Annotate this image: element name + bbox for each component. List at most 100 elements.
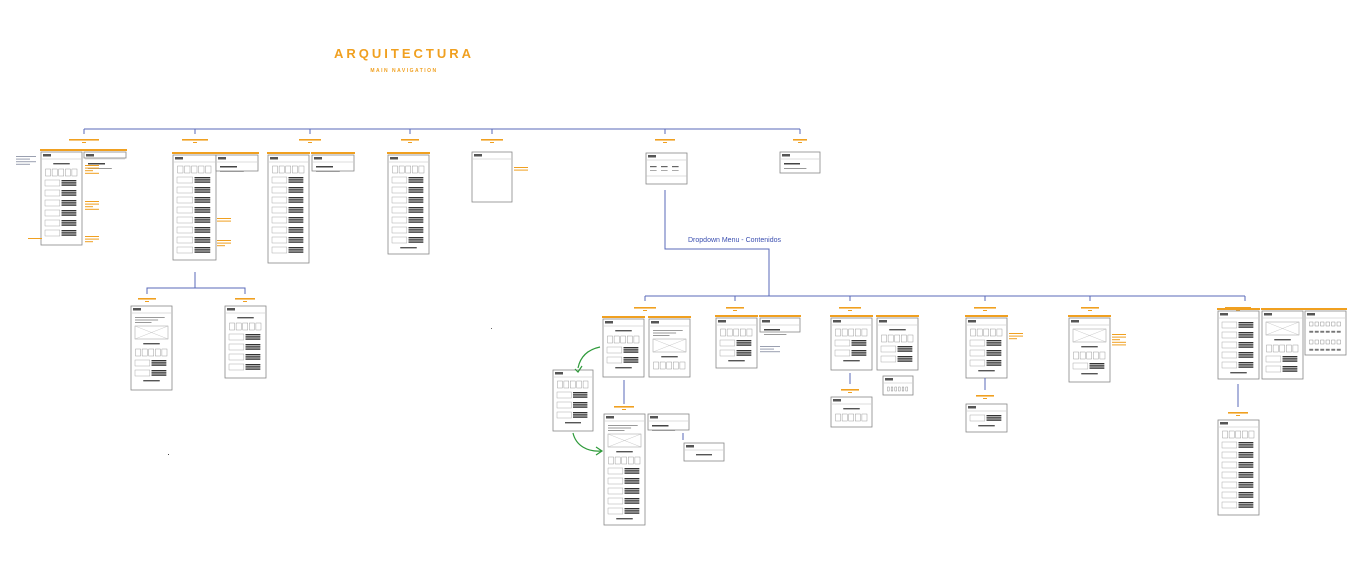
wireframe-card (1228, 430, 1235, 439)
annotation-note (85, 208, 99, 210)
wireframe-card (996, 328, 1003, 337)
wireframe-text (653, 332, 677, 334)
wireframe-card (848, 328, 855, 337)
wireframe-text (316, 166, 333, 168)
wireframe-card (861, 413, 868, 422)
wireframe-text (1238, 344, 1254, 346)
wireframe-block (1221, 351, 1238, 359)
section-label-mark (848, 392, 852, 393)
wireframe-logo (650, 416, 658, 419)
wireframe-logo (879, 320, 887, 323)
wireframe-card (1086, 351, 1092, 360)
wireframe-text (288, 201, 304, 203)
wireframe-text (986, 340, 1002, 342)
wireframe-text (194, 241, 211, 243)
wireframe-block (44, 179, 61, 187)
wireframe-thumbnail (1336, 339, 1341, 345)
annotation-note (1112, 336, 1126, 338)
wireframe-text (624, 512, 640, 514)
wireframe-card (278, 165, 285, 174)
wireframe-block (834, 339, 851, 347)
wireframe-thumbnail (901, 386, 905, 392)
wireframe-text (608, 430, 625, 431)
wireframe-text (736, 354, 752, 356)
frame-top-bar (965, 315, 1008, 317)
wireframe-text (1282, 356, 1298, 358)
wireframe-thumbnail (1309, 330, 1314, 333)
wireframe-text (897, 358, 913, 360)
wireframe-text (408, 219, 424, 221)
wireframe-text (1238, 484, 1254, 486)
annotation-note (760, 351, 780, 353)
section-label-mark (308, 142, 312, 143)
wireframe-text (784, 163, 800, 165)
wireframe-text (623, 361, 639, 363)
wireframe-block (719, 339, 736, 347)
wireframe-logo (782, 154, 790, 157)
annotation-note (85, 201, 99, 202)
wireframe-block (44, 209, 61, 217)
wireframe-heading (696, 454, 712, 456)
annotation-note (85, 238, 99, 240)
annotation-note (1009, 333, 1023, 334)
wireframe-card (901, 334, 907, 343)
wireframe-text (624, 488, 640, 490)
annotation-note (760, 348, 774, 350)
wireframe-text (194, 221, 211, 223)
wireframe-card (1242, 430, 1248, 439)
wireframe-text (573, 414, 588, 416)
wireframe-text (220, 171, 244, 172)
wireframe-screen (830, 317, 873, 371)
wireframe-logo (314, 157, 322, 160)
frame-top-bar (830, 315, 873, 317)
wireframe-block (1221, 501, 1238, 509)
wireframe-logo (390, 157, 398, 160)
wireframe-logo (833, 399, 841, 402)
wireframe-heading (616, 518, 633, 520)
annotation-note (16, 158, 30, 160)
annotation-note (217, 240, 231, 241)
wireframe-text (624, 492, 640, 494)
wireframe-text (245, 354, 261, 356)
wireframe-text (1238, 456, 1254, 458)
wireframe-text (650, 166, 657, 168)
wireframe-block (176, 246, 193, 254)
section-label-mark (490, 142, 494, 143)
wireframe-text (194, 229, 211, 231)
wireframe-text (135, 317, 165, 318)
section-label-mark (1236, 415, 1240, 416)
wireframe-block (607, 487, 624, 495)
wireframe-card (242, 322, 248, 331)
wireframe-text (1238, 442, 1254, 444)
wireframe-text (573, 392, 588, 394)
wireframe-text (288, 179, 304, 181)
wireframe-text (624, 502, 640, 504)
wireframe-thumbnail (887, 386, 890, 392)
wireframe-text (1238, 352, 1254, 354)
wireframe-thumbnail (905, 386, 908, 392)
wireframe-text (288, 221, 304, 223)
wireframe-text (408, 221, 424, 223)
wireframe-text (316, 171, 340, 172)
wireframe-image (1265, 321, 1300, 336)
wireframe-text (986, 417, 1002, 419)
frame-top-bar (1261, 308, 1304, 310)
wireframe-block (271, 176, 288, 184)
wireframe-thumbnail (1331, 321, 1336, 327)
wireframe-logo (1071, 320, 1079, 323)
wireframe-block (607, 467, 624, 475)
wireframe-text (61, 192, 77, 194)
wireframe-logo (686, 445, 694, 448)
wireframe-card (733, 328, 740, 337)
wireframe-card (1279, 344, 1285, 353)
wireframe-thumbnail (898, 386, 901, 392)
wireframe-text (1238, 506, 1254, 508)
wireframe-text (288, 187, 304, 189)
wireframe-screen (876, 317, 919, 371)
wireframe-image (607, 433, 642, 448)
wireframe-text (61, 200, 77, 202)
wireframe-text (986, 415, 1002, 417)
wireframe-text (784, 168, 807, 169)
annotation-note (217, 218, 231, 219)
wireframe-logo (606, 416, 614, 419)
